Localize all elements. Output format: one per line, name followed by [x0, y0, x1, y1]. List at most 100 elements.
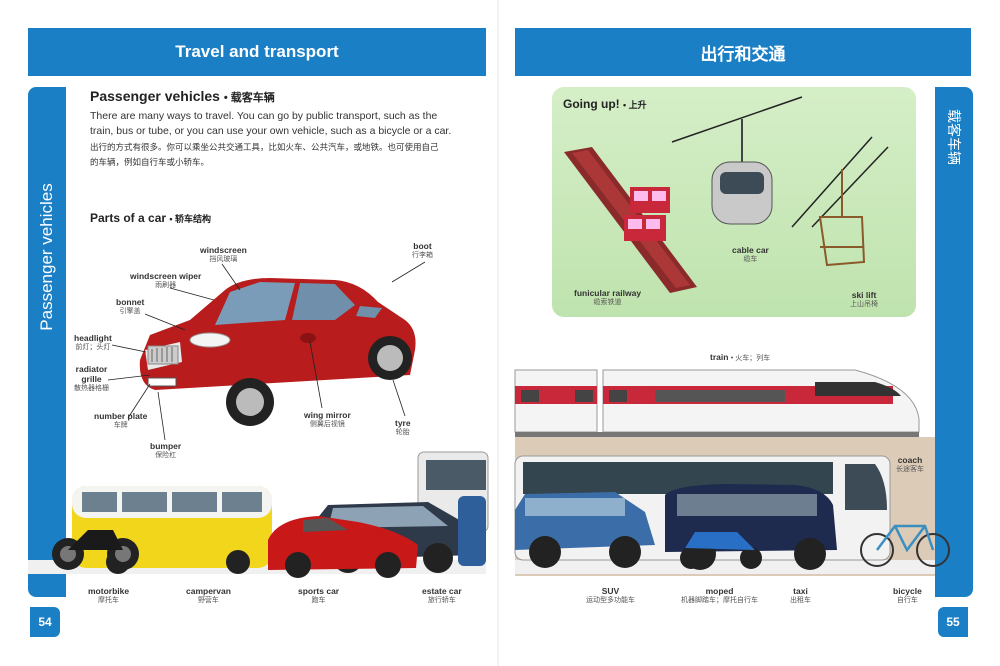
right-banner: 出行和交通 — [515, 28, 971, 76]
sedan-illustration — [139, 278, 416, 426]
part-label-en: bonnet — [116, 297, 145, 307]
going-up-title: Going up! • 上升 — [563, 97, 647, 111]
part-label-en: radiator — [75, 364, 108, 374]
part-label-windscreen: windscreen 挡风玻璃 — [200, 245, 247, 265]
left-page: Travel and transport Passenger vehicles … — [28, 28, 489, 637]
vehicle-label-coach: coach 长途客车 — [896, 455, 924, 475]
part-label-bonnet: bonnet 引擎盖 — [116, 297, 144, 317]
part-label-headlight: headlight 前灯；头灯 — [74, 333, 112, 353]
part-label-windscreen-wiper: windscreen wiper 雨刷器 — [130, 271, 201, 291]
part-label-cn: 挡风玻璃 — [209, 256, 238, 263]
vehicle-label-en: bicycle — [893, 586, 922, 596]
going-up-label-cn: 缆索铁道 — [593, 299, 622, 306]
vehicle-label-taxi: taxi 出租车 — [790, 586, 811, 606]
vehicle-label-en: coach — [897, 455, 923, 465]
right-sidebar-tab: 载客车辆 — [935, 87, 973, 597]
going-up-title-en: Going up! — [563, 97, 620, 111]
part-label-cn: 前灯；头灯 — [75, 344, 111, 351]
part-label-en: windscreen wiper — [130, 271, 202, 281]
vehicle-label-cn: 出租车 — [790, 597, 811, 604]
section-title-cn: 载客车辆 — [230, 92, 275, 104]
section-title: Passenger vehicles • 载客车辆 — [90, 88, 275, 104]
left-sidebar-tab: Passenger vehicles — [28, 87, 66, 597]
intro-text-cn: 出行的方式有很多。你可以乘坐公共交通工具，比如火车、公共汽车，或地铁。也可使用自… — [90, 140, 439, 170]
vehicle-label-bicycle: bicycle 自行车 — [893, 586, 922, 606]
vehicle-label-en: moped — [705, 586, 734, 596]
vehicle-label-cn: 摩托车 — [98, 597, 120, 604]
part-label-en: wing mirror — [304, 410, 351, 420]
going-up-label-ski-lift: ski lift 上山吊椅 — [850, 290, 878, 310]
intro-text-en: There are many ways to travel. You can g… — [90, 109, 451, 139]
part-label-en: boot — [413, 241, 432, 251]
left-banner: Travel and transport — [28, 28, 486, 76]
intro-cn-line: 出行的方式有很多。你可以乘坐公共交通工具，比如火车、公共汽车，或地铁。也可使用自… — [90, 142, 439, 152]
train-label-cn: 火车；列车 — [735, 355, 771, 362]
page-number-text: 54 — [38, 615, 52, 629]
part-label-cn: 车牌 — [113, 422, 128, 429]
vehicle-label-en: taxi — [793, 586, 808, 596]
right-vehicle-strip — [514, 455, 950, 570]
vehicle-label-cn: 跑车 — [311, 597, 326, 604]
train-label: train • 火车；列车 — [710, 352, 771, 362]
vehicle-label-motorbike: motorbike 摩托车 — [88, 586, 129, 606]
vehicle-label-cn: 旅行轿车 — [427, 597, 456, 604]
part-label-cn: 轮胎 — [395, 429, 410, 436]
intro-cn-line: 的车辆，例如自行车或小轿车。 — [90, 157, 210, 167]
going-up-label-en: funicular railway — [574, 288, 642, 298]
vehicle-label-en: motorbike — [88, 586, 130, 596]
part-label-boot: boot 行李箱 — [412, 241, 433, 261]
part-label-cn: 行李箱 — [412, 252, 433, 259]
vehicle-label-en: sports car — [298, 586, 340, 596]
page-number-left: 54 — [30, 607, 60, 637]
train-illustration — [514, 369, 920, 438]
vehicle-label-campervan: campervan 野营车 — [186, 586, 231, 606]
part-label-bumper: bumper 保险杠 — [150, 441, 181, 461]
going-up-illustration — [564, 96, 889, 293]
part-label-en: windscreen — [200, 245, 247, 255]
intro-en-line: train, bus or tube, or you can use your … — [90, 125, 452, 137]
page-number-text: 55 — [946, 615, 960, 629]
train-label-en: train — [710, 352, 729, 362]
left-banner-title: Travel and transport — [175, 42, 339, 61]
vehicle-label-cn: 机器脚踏车；摩托自行车 — [681, 597, 758, 604]
left-vehicle-strip — [52, 451, 489, 578]
part-label-radiator-grille: radiator grille 散热器格栅 — [74, 364, 109, 394]
vehicle-label-en: SUV — [601, 586, 620, 596]
vehicle-label-en: campervan — [186, 586, 231, 596]
part-label-tyre: tyre 轮胎 — [395, 418, 411, 438]
vehicle-label-moped: moped 机器脚踏车；摩托自行车 — [681, 586, 758, 606]
part-label-cn: 引擎盖 — [119, 308, 141, 315]
going-up-panel: Going up! • 上升 cable car 缆车 funicular ra… — [552, 87, 916, 317]
going-up-label-cable-car: cable car 缆车 — [732, 245, 769, 265]
part-label-cn: 侧翼后视镜 — [309, 421, 345, 428]
part-label-en: grille — [81, 374, 102, 384]
parts-heading-cn: 轿车结构 — [175, 214, 212, 224]
part-label-en: headlight — [74, 333, 112, 343]
part-label-en: tyre — [395, 418, 411, 428]
intro-en-line: There are many ways to travel. You can g… — [90, 110, 438, 122]
part-label-en: bumper — [150, 441, 182, 451]
parts-heading-en: Parts of a car — [90, 211, 167, 225]
parts-heading: Parts of a car • 轿车结构 — [90, 211, 212, 225]
vehicle-label-cn: 运动型多功能车 — [586, 597, 635, 604]
vehicle-label-en: estate car — [422, 586, 462, 596]
right-sidebar-label: 载客车辆 — [946, 109, 962, 165]
going-up-label-en: ski lift — [851, 290, 877, 300]
part-label-number-plate: number plate 车牌 — [94, 411, 147, 431]
going-up-label-cn: 缆车 — [743, 256, 758, 263]
vehicle-label-estate-car: estate car 旅行轿车 — [422, 586, 462, 606]
part-label-wing-mirror: wing mirror 侧翼后视镜 — [304, 410, 351, 430]
right-banner-title: 出行和交通 — [700, 44, 786, 64]
part-label-cn: 保险杠 — [155, 452, 177, 459]
vehicle-label-cn: 野营车 — [197, 597, 219, 604]
going-up-label-en: cable car — [732, 245, 769, 255]
vehicle-label-suv: SUV 运动型多功能车 — [586, 586, 635, 606]
going-up-label-cn: 上山吊椅 — [850, 301, 878, 308]
part-leader-lines — [107, 261, 426, 441]
page-number-right: 55 — [938, 607, 968, 637]
vehicle-label-cn: 自行车 — [896, 597, 918, 604]
section-title-en: Passenger vehicles — [90, 88, 220, 104]
part-label-en: number plate — [94, 411, 148, 421]
part-label-cn: 雨刷器 — [155, 282, 177, 289]
vehicle-label-sports-car: sports car 跑车 — [298, 586, 339, 606]
